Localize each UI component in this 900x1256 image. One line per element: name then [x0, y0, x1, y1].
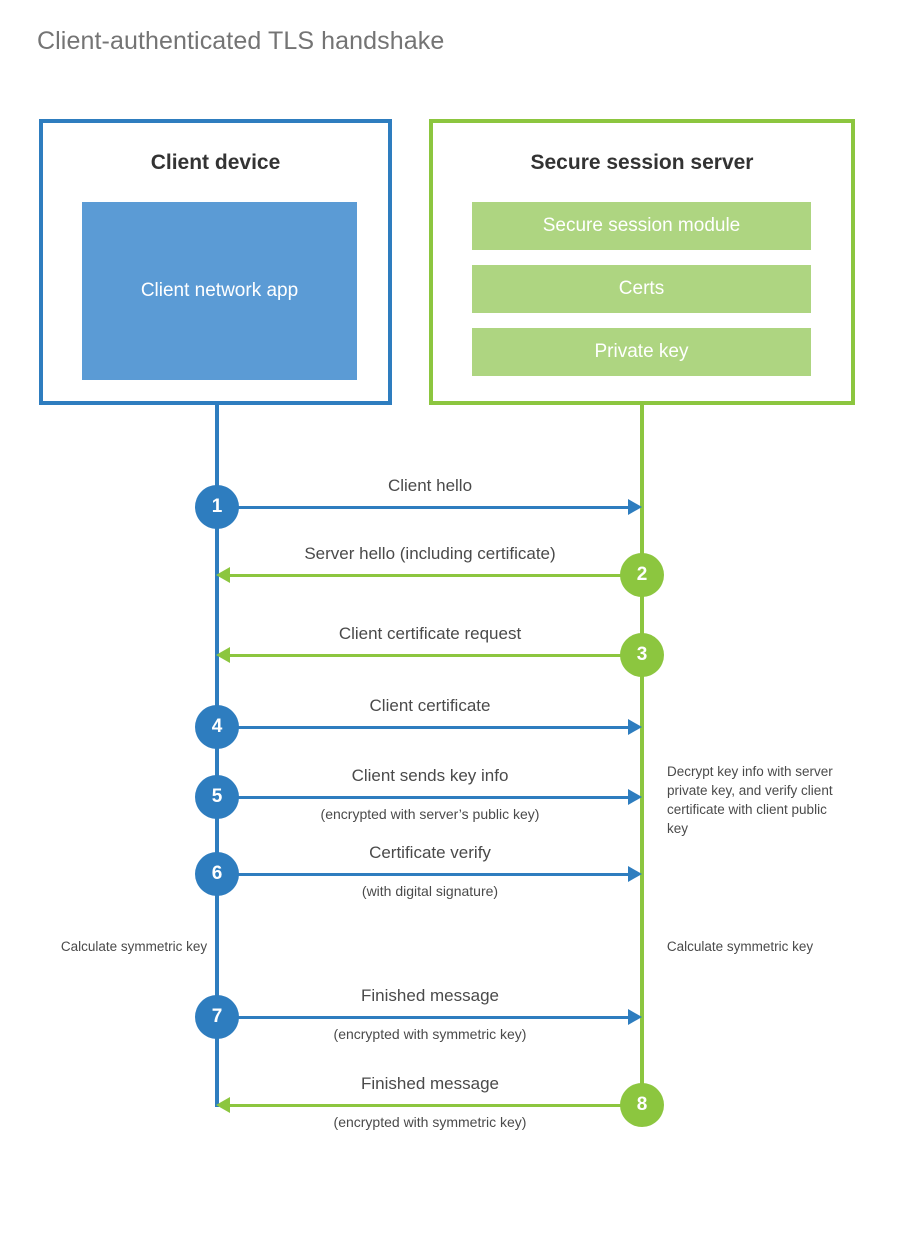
message-label-2: Server hello (including certificate)	[304, 544, 556, 563]
client-network-app-block: Client network app	[82, 202, 357, 380]
client-lifeline	[215, 405, 219, 1107]
message-label-8: Finished message	[361, 1074, 499, 1093]
arrow-head-1	[628, 499, 642, 515]
arrow-line-2	[225, 574, 642, 577]
arrow-line-3	[225, 654, 642, 657]
step-circle-1[interactable]: 1	[195, 485, 239, 529]
arrow-line-4	[217, 726, 634, 729]
client-calculate-symmetric-key-note: Calculate symmetric key	[60, 939, 208, 954]
server-component-certs: Certs	[472, 265, 811, 313]
arrow-head-4	[628, 719, 642, 735]
arrow-line-7	[217, 1016, 634, 1019]
step-circle-3[interactable]: 3	[620, 633, 664, 677]
server-component-secure-session-module: Secure session module	[472, 202, 811, 250]
server-decrypt-note: Decrypt key info with server private key…	[667, 764, 833, 837]
step-circle-6[interactable]: 6	[195, 852, 239, 896]
message-sublabel-7: (encrypted with symmetric key)	[333, 1026, 527, 1042]
arrow-line-8	[225, 1104, 642, 1107]
message-label-4: Client certificate	[369, 696, 491, 715]
message-label-6: Certificate verify	[369, 843, 491, 862]
arrow-head-7	[628, 1009, 642, 1025]
step-circle-2[interactable]: 2	[620, 553, 664, 597]
arrow-head-5	[628, 789, 642, 805]
server-lifeline	[640, 405, 644, 1107]
arrow-line-5	[217, 796, 634, 799]
message-sublabel-8: (encrypted with symmetric key)	[333, 1114, 527, 1130]
arrow-head-6	[628, 866, 642, 882]
message-label-5: Client sends key info	[351, 766, 509, 785]
client-device-title: Client device	[150, 151, 281, 174]
message-sublabel-6: (with digital signature)	[361, 883, 499, 899]
page-title: Client-authenticated TLS handshake	[37, 27, 445, 55]
client-device-box: Client device Client network app	[39, 119, 392, 405]
message-sublabel-5: (encrypted with server’s public key)	[320, 806, 540, 822]
secure-session-server-box: Secure session server Secure session mod…	[429, 119, 855, 405]
step-circle-5[interactable]: 5	[195, 775, 239, 819]
arrow-head-8	[216, 1097, 230, 1113]
message-label-7: Finished message	[361, 986, 499, 1005]
arrow-line-6	[217, 873, 634, 876]
message-label-3: Client certificate request	[338, 624, 522, 643]
step-circle-4[interactable]: 4	[195, 705, 239, 749]
server-component-private-key: Private key	[472, 328, 811, 376]
step-circle-7[interactable]: 7	[195, 995, 239, 1039]
arrow-head-3	[216, 647, 230, 663]
arrow-head-2	[216, 567, 230, 583]
step-circle-8[interactable]: 8	[620, 1083, 664, 1127]
secure-session-server-title: Secure session server	[530, 151, 754, 174]
arrow-line-1	[217, 506, 634, 509]
server-calculate-symmetric-key-note: Calculate symmetric key	[666, 939, 814, 954]
message-label-1: Client hello	[387, 476, 473, 495]
